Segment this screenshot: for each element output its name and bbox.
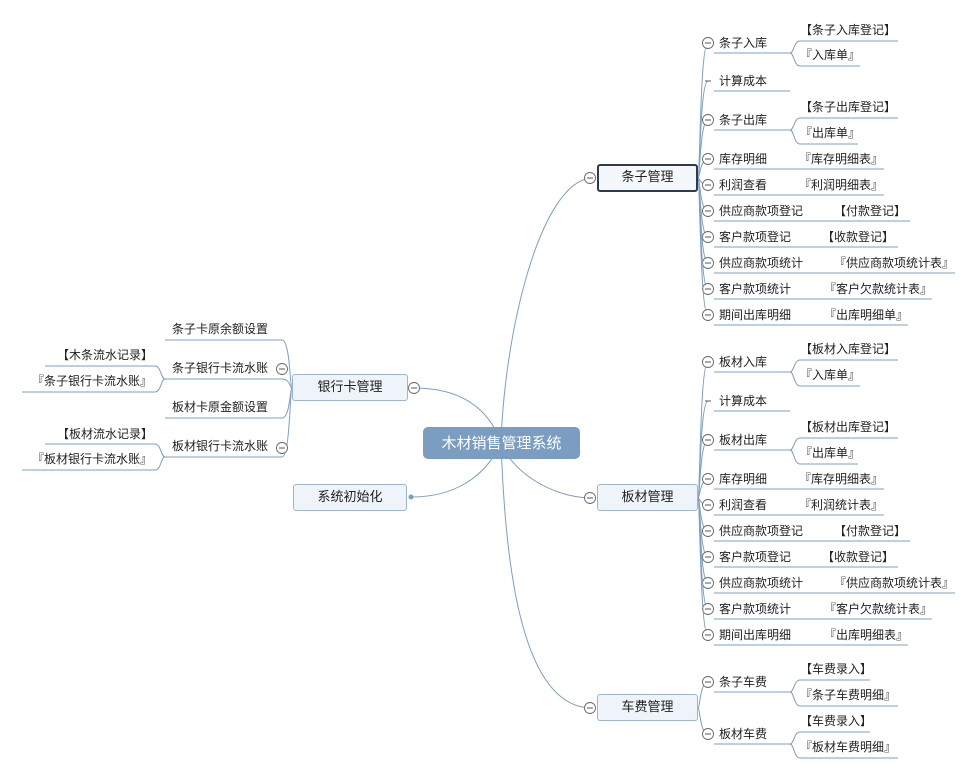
bank-leaf-3-1[interactable]: 『板材银行卡流水账』	[32, 452, 153, 466]
chefei-leaf-1-0[interactable]: 【车费录入】	[800, 714, 873, 728]
bancai-leaf-5-0[interactable]: 【付款登记】	[834, 524, 907, 538]
tiaozi-item-0[interactable]: 条子入库	[719, 36, 768, 50]
tiaozi-leaf-8-0[interactable]: 『客户欠款统计表』	[824, 282, 933, 296]
chefei-leaf-0-1[interactable]: 『条子车费明细』	[800, 688, 897, 702]
tiaozi-item-1[interactable]: 计算成本	[719, 74, 768, 88]
bancai-item-6[interactable]: 客户款项登记	[719, 550, 792, 564]
branch-tiaozi-node[interactable]: 条子管理	[597, 164, 698, 192]
bancai-item-2[interactable]: 板材出库	[719, 433, 768, 447]
branch-chefei-node[interactable]: 车费管理	[597, 694, 698, 721]
tiaozi-0-leaf-connector-0	[789, 40, 801, 54]
bancai-leaf-4-0[interactable]: 『利润统计表』	[799, 498, 884, 512]
tiaozi-item-7[interactable]: 供应商款项统计	[719, 256, 804, 270]
bancai-0-leaf-connector-0	[789, 359, 801, 373]
bancai-leaf-0-0[interactable]: 【板材入库登记】	[800, 342, 897, 356]
bancai-leaf-3-0[interactable]: 『库存明细表』	[799, 472, 884, 486]
bancai-item-1[interactable]: 计算成本	[719, 394, 768, 408]
tiaozi-2-leaf-connector-1	[789, 129, 801, 145]
chefei-item-0[interactable]: 条子车费	[719, 675, 768, 689]
bancai-0-leaf-connector-1	[789, 371, 801, 387]
branch-init-node[interactable]: 系统初始化	[293, 484, 407, 511]
bancai-leaf-0-1[interactable]: 『入库单』	[800, 368, 861, 382]
chefei-0-leaf-connector-1	[789, 691, 801, 707]
tiaozi-leaf-5-0[interactable]: 【付款登记】	[834, 204, 907, 218]
bank-1-leaf-connector-1	[154, 378, 166, 393]
bank-leaf-1-0[interactable]: 【木条流水记录】	[57, 348, 154, 362]
bancai-connector-9	[697, 497, 709, 636]
bank-connector-0	[281, 339, 293, 389]
bancai-item-0[interactable]: 板材入库	[719, 355, 768, 369]
root-node[interactable]: 木材销售管理系统	[423, 427, 580, 459]
bank-3-leaf-connector-1	[154, 456, 166, 471]
tiaozi-leaf-9-0[interactable]: 『出库明细单』	[824, 308, 909, 322]
bancai-2-leaf-connector-1	[789, 449, 801, 465]
tiaozi-item-3[interactable]: 库存明细	[719, 152, 768, 166]
tiaozi-leaf-0-1[interactable]: 『入库单』	[800, 48, 861, 62]
bank-connector-3	[281, 387, 293, 458]
tiaozi-connector-9	[697, 177, 709, 316]
tiaozi-leaf-0-0[interactable]: 【条子入库登记】	[800, 23, 897, 37]
bank-item-1[interactable]: 条子银行卡流水账	[172, 361, 269, 375]
bancai-leaf-2-1[interactable]: 『出库单』	[800, 446, 861, 460]
tiaozi-0-leaf-connector-1	[789, 52, 801, 67]
chefei-leaf-0-0[interactable]: 【车费录入】	[800, 662, 873, 676]
tiaozi-2-leaf-connector-0	[789, 117, 801, 131]
chefei-1-leaf-connector-1	[789, 743, 801, 759]
connector-root-chefei	[500, 441, 591, 709]
tiaozi-leaf-2-0[interactable]: 【条子出库登记】	[800, 100, 897, 114]
bank-1-leaf-connector-0	[154, 365, 166, 380]
bancai-leaf-9-0[interactable]: 『出库明细表』	[824, 628, 909, 642]
init-dot-icon[interactable]	[408, 494, 414, 500]
tiaozi-item-5[interactable]: 供应商款项登记	[719, 204, 804, 218]
chefei-0-leaf-connector-0	[789, 679, 801, 693]
bank-3-leaf-connector-0	[154, 443, 166, 458]
bank-leaf-3-0[interactable]: 【板材流水记录】	[57, 427, 154, 441]
tiaozi-item-6[interactable]: 客户款项登记	[719, 230, 792, 244]
tiaozi-leaf-2-1[interactable]: 『出库单』	[800, 126, 861, 140]
tiaozi-leaf-6-0[interactable]: 【收款登记】	[822, 230, 895, 244]
bancai-item-9[interactable]: 期间出库明细	[719, 628, 792, 642]
bancai-item-3[interactable]: 库存明细	[719, 472, 768, 486]
bank-item-0[interactable]: 条子卡原余额设置	[172, 322, 269, 336]
bancai-leaf-8-0[interactable]: 『客户欠款统计表』	[824, 602, 933, 616]
tiaozi-leaf-7-0[interactable]: 『供应商款项统计表』	[834, 256, 955, 270]
bancai-item-4[interactable]: 利润查看	[719, 498, 768, 512]
bancai-item-8[interactable]: 客户款项统计	[719, 602, 792, 616]
bancai-item-5[interactable]: 供应商款项登记	[719, 524, 804, 538]
bank-item-2[interactable]: 板材卡原金额设置	[172, 400, 269, 414]
bank-connector-1	[281, 378, 293, 389]
branch-bancai-node[interactable]: 板材管理	[597, 484, 698, 511]
branch-bank-node[interactable]: 银行卡管理	[292, 374, 408, 401]
bancai-item-7[interactable]: 供应商款项统计	[719, 576, 804, 590]
chefei-1-leaf-connector-0	[789, 731, 801, 745]
bancai-2-leaf-connector-0	[789, 437, 801, 451]
tiaozi-item-4[interactable]: 利润查看	[719, 178, 768, 192]
bancai-leaf-2-0[interactable]: 【板材出库登记】	[800, 420, 897, 434]
chefei-leaf-1-1[interactable]: 『板材车费明细』	[800, 740, 897, 754]
connector-root-tiaozi	[500, 177, 591, 443]
tiaozi-item-8[interactable]: 客户款项统计	[719, 282, 792, 296]
tiaozi-leaf-3-0[interactable]: 『库存明细表』	[799, 152, 884, 166]
bank-item-3[interactable]: 板材银行卡流水账	[172, 439, 269, 453]
bank-leaf-1-1[interactable]: 『条子银行卡流水账』	[32, 374, 153, 388]
chefei-item-1[interactable]: 板材车费	[719, 727, 768, 741]
tiaozi-item-9[interactable]: 期间出库明细	[719, 308, 792, 322]
bancai-leaf-7-0[interactable]: 『供应商款项统计表』	[834, 576, 955, 590]
tiaozi-item-2[interactable]: 条子出库	[719, 113, 768, 127]
bancai-leaf-6-0[interactable]: 【收款登记】	[822, 550, 895, 564]
tiaozi-leaf-4-0[interactable]: 『利润明细表』	[799, 178, 884, 192]
